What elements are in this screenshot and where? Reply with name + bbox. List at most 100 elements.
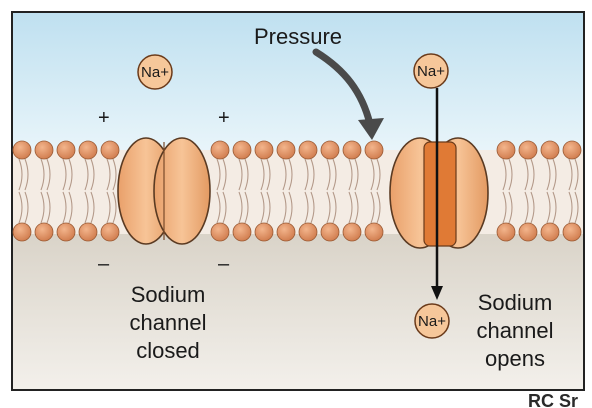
lipid-tail	[326, 191, 331, 224]
phospholipid-head	[320, 140, 340, 160]
opens-label-line1: Sodium	[478, 290, 553, 315]
opens-label-line2: channel	[476, 318, 553, 343]
phospholipid-head	[12, 140, 32, 160]
phospholipid-head	[298, 140, 318, 160]
positive-charge-left: +	[98, 107, 110, 129]
lipid-tail	[502, 158, 507, 191]
extracellular-region	[13, 13, 583, 153]
lipid-tail	[90, 191, 95, 224]
lipid-tail	[546, 191, 551, 224]
lipid-tail	[222, 158, 227, 191]
lipid-tail	[260, 158, 265, 191]
lipid-tail	[90, 158, 95, 191]
phospholipid-head	[562, 222, 582, 242]
phospholipid-head	[342, 140, 362, 160]
negative-charge-left: –	[98, 253, 110, 275]
phospholipid-head	[12, 222, 32, 242]
ion-flow-arrow-head	[431, 286, 443, 300]
lipid-tail	[62, 191, 67, 224]
ion-circle	[414, 303, 450, 339]
lipid-tail	[530, 158, 535, 191]
intracellular-region	[13, 232, 583, 389]
pressure-label: Pressure	[254, 24, 342, 49]
phospholipid-head	[364, 140, 384, 160]
phospholipid-head	[56, 140, 76, 160]
phospholipid-head	[210, 222, 230, 242]
lipid-tail	[524, 158, 529, 191]
lipid-tail	[238, 191, 243, 224]
phospholipid-head	[34, 140, 54, 160]
lipid-tail	[216, 158, 221, 191]
lipid-tail	[568, 191, 573, 224]
na-ion-right-top: Na+	[413, 53, 449, 89]
lipid-tail	[376, 158, 381, 191]
lipid-tail	[370, 191, 375, 224]
lipid-tail	[24, 158, 29, 191]
lipid-tail	[508, 191, 513, 224]
lipid-tail	[84, 158, 89, 191]
lipid-bilayer	[12, 140, 583, 242]
phospholipid-head	[276, 140, 296, 160]
lipid-tail	[18, 191, 23, 224]
lipid-tail	[524, 191, 529, 224]
phospholipid-head	[232, 140, 252, 160]
lipid-tails	[18, 158, 579, 224]
na-ion-right-bottom: Na+	[414, 303, 450, 339]
lipid-tail	[238, 158, 243, 191]
negative-charge-right: –	[218, 253, 230, 275]
lipid-tail	[266, 191, 271, 224]
opens-label-line3: opens	[485, 346, 545, 371]
closed-label-line1: Sodium	[131, 282, 206, 307]
lipid-tail	[502, 191, 507, 224]
lipid-tail	[552, 158, 557, 191]
lipid-tail	[216, 191, 221, 224]
lipid-tail	[574, 191, 579, 224]
lipid-tail	[354, 158, 359, 191]
phospholipid-head	[496, 222, 516, 242]
cropped-footer-text: RC Sr	[528, 391, 578, 408]
phospholipid-head	[540, 140, 560, 160]
lipid-tail	[332, 191, 337, 224]
phospholipid-head	[364, 222, 384, 242]
phospholipid-head	[254, 222, 274, 242]
ion-label: Na+	[418, 313, 446, 330]
lipid-tail	[376, 191, 381, 224]
lipid-tail	[370, 158, 375, 191]
phospholipid-head	[210, 140, 230, 160]
ion-label: Na+	[141, 64, 169, 81]
lipid-tail	[18, 158, 23, 191]
lipid-tail	[568, 158, 573, 191]
sodium-channel-open	[389, 137, 489, 249]
lipid-tail	[282, 191, 287, 224]
phospholipid-head	[78, 140, 98, 160]
lipid-tail	[40, 191, 45, 224]
phospholipid-head	[518, 140, 538, 160]
lipid-tail	[266, 158, 271, 191]
lipid-tail	[530, 191, 535, 224]
lipid-tail	[62, 158, 67, 191]
phospholipid-head	[342, 222, 362, 242]
pressure-arrow	[312, 48, 374, 128]
lipid-tail	[24, 191, 29, 224]
phospholipid-head	[320, 222, 340, 242]
phospholipid-head	[254, 140, 274, 160]
lipid-tail	[68, 158, 73, 191]
phospholipid-head	[232, 222, 252, 242]
phospholipid-head	[34, 222, 54, 242]
na-ion-left: Na+	[137, 54, 173, 90]
lipid-tail	[106, 158, 111, 191]
lipid-tail	[552, 191, 557, 224]
lipid-tail	[222, 191, 227, 224]
phospholipid-heads	[12, 140, 582, 242]
phospholipid-head	[56, 222, 76, 242]
ion-circle	[413, 53, 449, 89]
closed-label-line3: closed	[136, 338, 200, 363]
phospholipid-head	[100, 222, 120, 242]
lipid-tail	[46, 191, 51, 224]
phospholipid-head	[100, 140, 120, 160]
lipid-tail	[348, 191, 353, 224]
lipid-tail	[348, 158, 353, 191]
closed-label-line2: channel	[129, 310, 206, 335]
